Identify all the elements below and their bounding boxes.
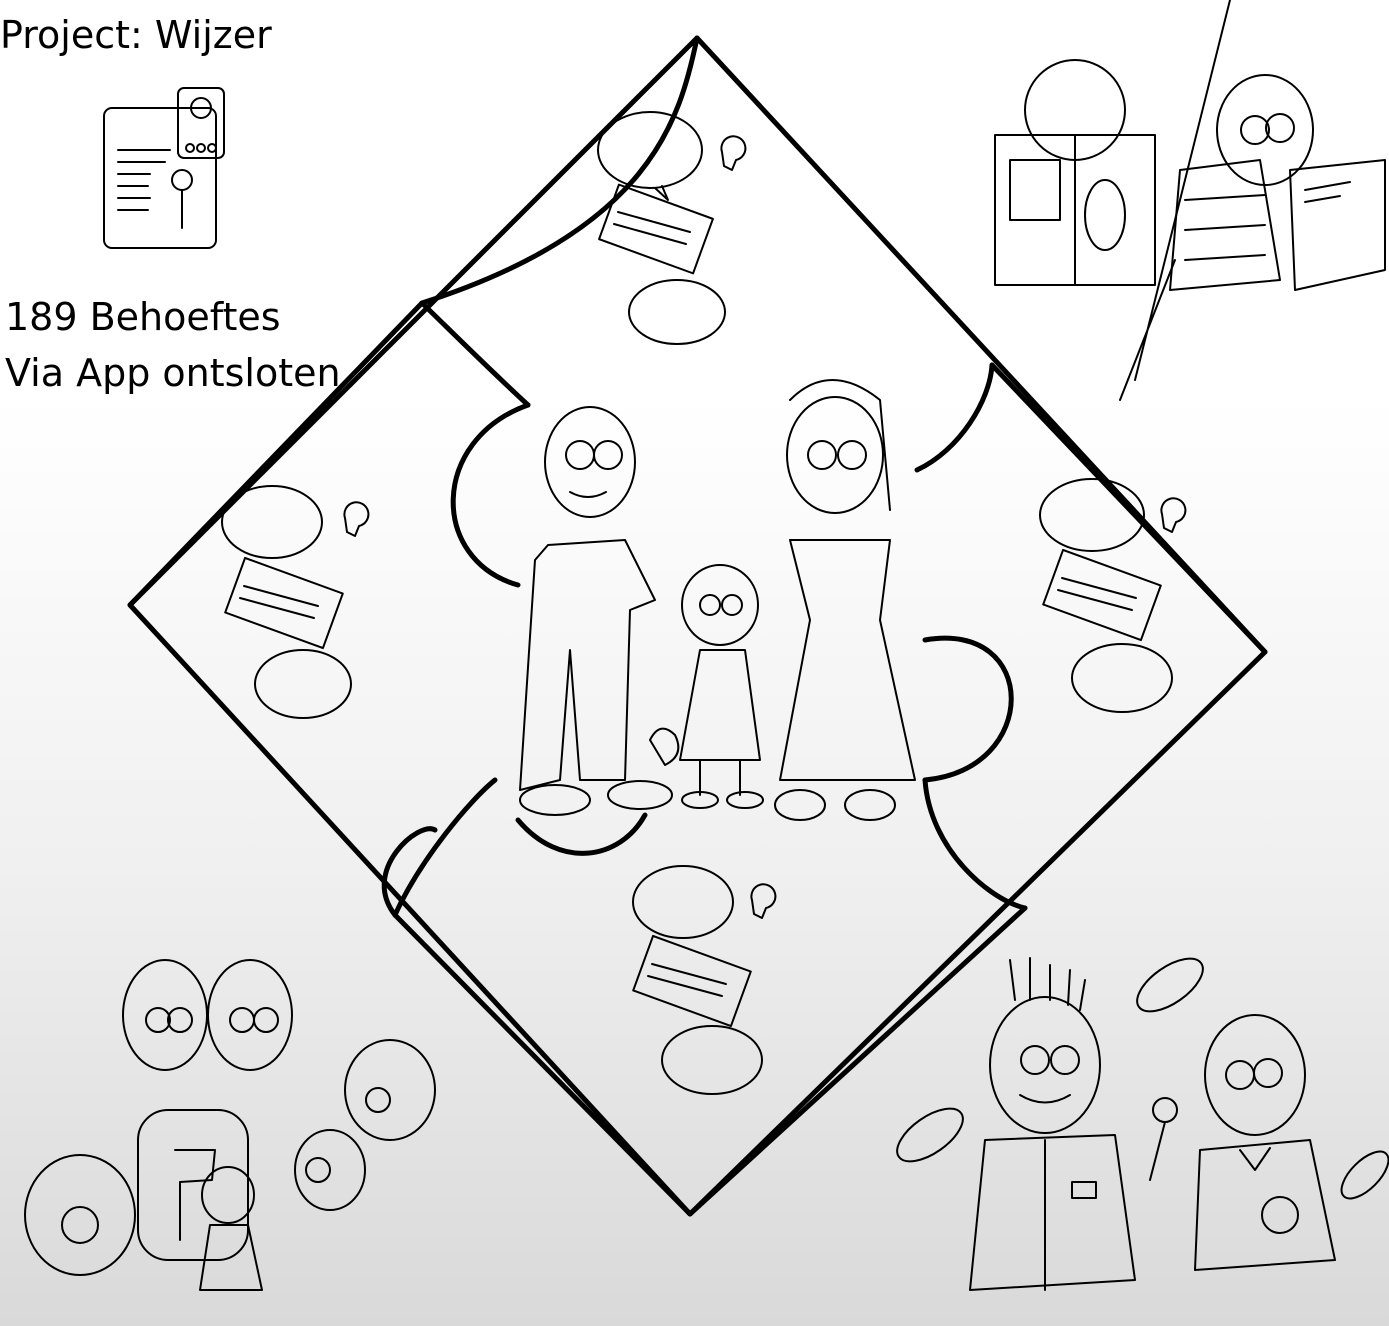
readers-sketch (995, 0, 1385, 400)
idea-cluster-top (598, 112, 745, 344)
care-workers-sketch (889, 948, 1389, 1290)
idea-cluster-left (222, 486, 368, 718)
app-sketch-icon (104, 88, 224, 248)
idea-cluster-right (1040, 479, 1185, 712)
idea-cluster-bottom (633, 866, 775, 1094)
social-group-sketch (25, 960, 435, 1290)
family-figure (520, 380, 915, 820)
